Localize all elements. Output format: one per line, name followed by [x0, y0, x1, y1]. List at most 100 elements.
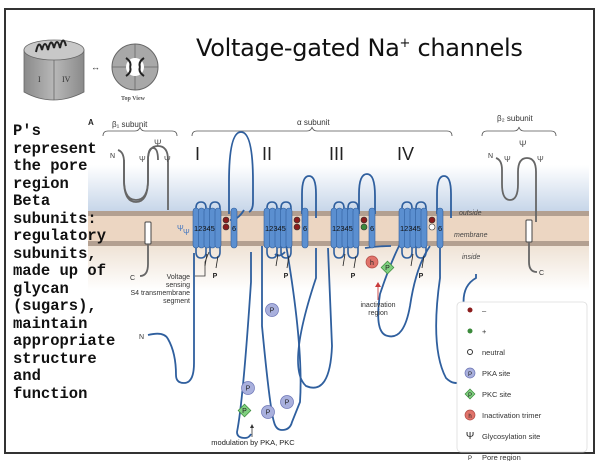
pore-region-label: P	[351, 273, 356, 280]
pkc-label: P	[242, 408, 247, 415]
inactivation-annotation: inactivation region h P	[360, 255, 396, 317]
neutral-charge-icon	[467, 349, 473, 355]
segment-s5	[420, 207, 428, 249]
pore-region-label: P	[284, 273, 289, 280]
voltage-sensor-label-line2: sensing	[166, 282, 190, 289]
beta2-subunit: N Ψ Ψ Ψ C	[488, 139, 544, 277]
title-superscript: +	[399, 36, 411, 51]
pore-arrow	[215, 255, 219, 269]
legend-item: –	[467, 306, 487, 315]
thumb-label-iv: IV	[62, 75, 71, 84]
beta2-brace	[481, 126, 557, 137]
beta1-c-terminus: C	[130, 275, 135, 282]
domain-label-iii: III	[329, 144, 344, 164]
legend-label: –	[482, 306, 487, 315]
legend-label: neutral	[482, 348, 505, 357]
pore-arrow	[421, 255, 425, 269]
pore-region-label: P	[419, 273, 424, 280]
pkc-site-icon	[464, 388, 476, 400]
h-label: h	[370, 260, 374, 267]
glycosylation-icon: Ψ	[537, 155, 544, 164]
segment-six-label: 6	[438, 224, 442, 233]
legend-item: neutral	[467, 348, 505, 357]
legend-symbol-text: P	[468, 372, 472, 378]
pka-site-icon	[265, 303, 279, 317]
glycosylation-icon: Ψ	[504, 155, 511, 164]
legend-label: Inactivation trimer	[482, 411, 542, 420]
pka-site-icon	[241, 381, 255, 395]
segment-numbers: 12345	[194, 224, 215, 233]
segment-s5	[352, 207, 360, 249]
glycosylation-icon: Ψ	[519, 139, 527, 149]
legend-label: Glycosylation site	[482, 432, 540, 441]
charge-residue	[293, 223, 301, 231]
legend-symbol-text: h	[468, 414, 471, 420]
title-main: Voltage-gated Na	[196, 34, 400, 62]
legend-item: P PKA site	[464, 367, 510, 379]
segment-s6	[368, 207, 376, 249]
segment-s5	[214, 207, 222, 249]
voltage-sensor-label-line4: segment	[163, 298, 190, 305]
pore-arrow	[286, 255, 290, 269]
segment-numbers: 12345	[400, 224, 421, 233]
slide-title: Voltage-gated Na+ channels	[196, 34, 523, 62]
legend-item: +	[467, 327, 487, 336]
segment-numbers: 12345	[332, 224, 353, 233]
outside-label: outside	[459, 210, 482, 217]
legend-label: Pore region	[482, 453, 521, 461]
glycosylation-icon: Ψ	[183, 228, 190, 237]
beta2-n-terminus: N	[488, 153, 493, 160]
charge-residue	[428, 216, 436, 224]
positive-charge-icon	[467, 328, 473, 334]
segment-s6	[301, 207, 309, 249]
alpha-label: α subunit	[297, 118, 330, 127]
charge-residue	[222, 216, 230, 224]
thumb-label-i: I	[38, 75, 41, 84]
charge-residue	[428, 223, 436, 231]
pka-site-icon	[280, 395, 294, 409]
pka-label: P	[285, 400, 290, 407]
charge-residue	[360, 216, 368, 224]
beta2-c-terminus: C	[539, 270, 544, 277]
segment-six-label: 6	[232, 224, 236, 233]
pka-label: P	[246, 386, 251, 393]
channel-3d-thumbnail: I IV ↔ Top View	[23, 39, 159, 102]
pka-label: P	[270, 308, 275, 315]
pkc-site-icon	[380, 260, 395, 275]
legend-label: +	[482, 327, 487, 336]
membrane-label: membrane	[454, 232, 488, 239]
beta1-transmembrane-segment	[144, 221, 152, 245]
pka-site-icon	[261, 405, 275, 419]
voltage-sensor-annotation: Voltage sensing S4 transmembrane segment	[130, 251, 210, 305]
domain-label-i: I	[195, 144, 200, 164]
legend-label: PKC site	[482, 390, 511, 399]
top-view-label: Top View	[121, 96, 146, 102]
legend-item: h Inactivation trimer	[464, 409, 542, 421]
negative-charge-icon	[467, 307, 473, 313]
charge-residue	[293, 216, 301, 224]
inactivation-label-line2: region	[368, 310, 388, 317]
glycosylation-icon: Ψ	[154, 138, 162, 148]
title-rest: channels	[410, 34, 523, 62]
charge-residue	[222, 223, 230, 231]
glycosylation-icon: Ψ	[164, 155, 171, 164]
glycosylation-icon: Ψ	[177, 224, 184, 233]
pkc-site-icon	[237, 403, 252, 418]
segment-numbers: 12345	[265, 224, 286, 233]
inactivation-trimer-icon	[464, 409, 476, 421]
legend-label: PKA site	[482, 369, 510, 378]
beta2-transmembrane-segment	[525, 219, 533, 243]
pore-arrow	[353, 255, 357, 269]
modulation-annotation: modulation by PKA, PKC	[211, 424, 295, 447]
panel-label: A	[88, 118, 94, 127]
alpha-brace	[191, 126, 453, 137]
inactivation-label-line1: inactivation	[360, 302, 395, 309]
pkc-label: P	[385, 265, 390, 272]
